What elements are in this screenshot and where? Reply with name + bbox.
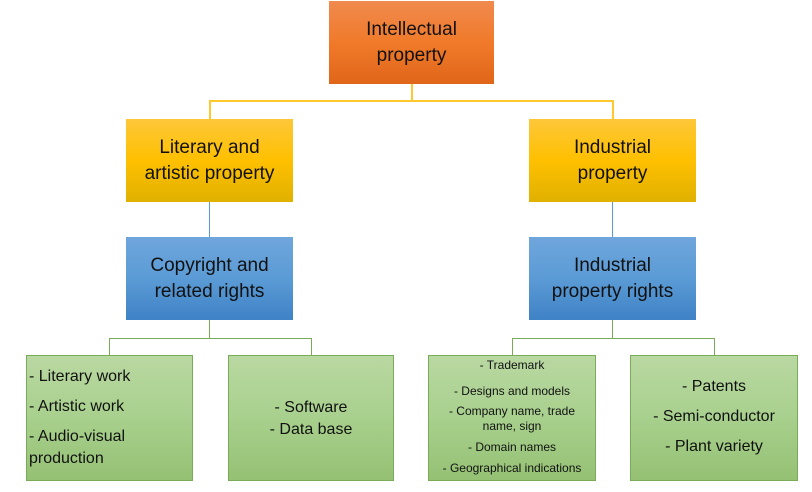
connector (411, 84, 413, 102)
connector (612, 202, 613, 237)
node-label: related rights (154, 280, 265, 302)
leaf-item: - Software (274, 399, 348, 416)
node-label: Industrial (573, 136, 652, 158)
leaf-item: - Designs and models (453, 384, 571, 398)
connector (714, 338, 715, 355)
node-copyright-related-rights: Copyright and related rights (126, 237, 293, 320)
leaf-item: name, sign (482, 419, 542, 433)
node-label: property rights (551, 280, 674, 302)
leaf-item: - Plant variety (665, 438, 763, 455)
node-trademarks: - Trademark - Designs and models - Compa… (428, 355, 596, 481)
connector (209, 100, 211, 119)
connector (512, 338, 513, 355)
leaf-item: - Geographical indications (442, 461, 582, 475)
connector (612, 320, 613, 338)
connector (109, 338, 110, 355)
node-software-database: - Software - Data base (228, 355, 394, 481)
node-industrial-property: Industrial property (529, 119, 696, 202)
node-patents: - Patents - Semi-conductor - Plant varie… (630, 355, 798, 481)
leaf-item: - Trademark (479, 358, 545, 372)
connector (512, 338, 714, 339)
connector (109, 338, 311, 339)
connector (209, 100, 614, 102)
leaf-item: - Domain names (467, 440, 557, 454)
leaf-item: - Literary work (29, 368, 131, 385)
leaf-item: - Data base (269, 421, 353, 438)
leaf-item: - Audio-visual (29, 428, 126, 445)
node-industrial-property-rights: Industrial property rights (529, 237, 696, 320)
node-intellectual-property: Intellectual property (329, 1, 494, 84)
leaf-item: - Patents (681, 378, 747, 395)
node-label: Literary and (159, 136, 260, 158)
node-label: Intellectual (366, 18, 457, 40)
connector (311, 338, 312, 355)
node-label: property (577, 162, 648, 184)
connector (209, 320, 210, 338)
node-label: Copyright and (150, 254, 269, 276)
connector (209, 202, 210, 237)
node-literary-artistic-property: Literary and artistic property (126, 119, 293, 202)
leaf-item: - Company name, trade (448, 404, 576, 418)
leaf-item: production (29, 450, 104, 467)
node-label: property (376, 44, 447, 66)
leaf-item: - Semi-conductor (653, 408, 775, 425)
connector (612, 100, 614, 119)
node-label: Industrial (573, 254, 652, 276)
leaf-item: - Artistic work (29, 398, 125, 415)
node-literary-works: - Literary work - Artistic work - Audio-… (26, 355, 193, 481)
node-label: artistic property (144, 162, 275, 184)
